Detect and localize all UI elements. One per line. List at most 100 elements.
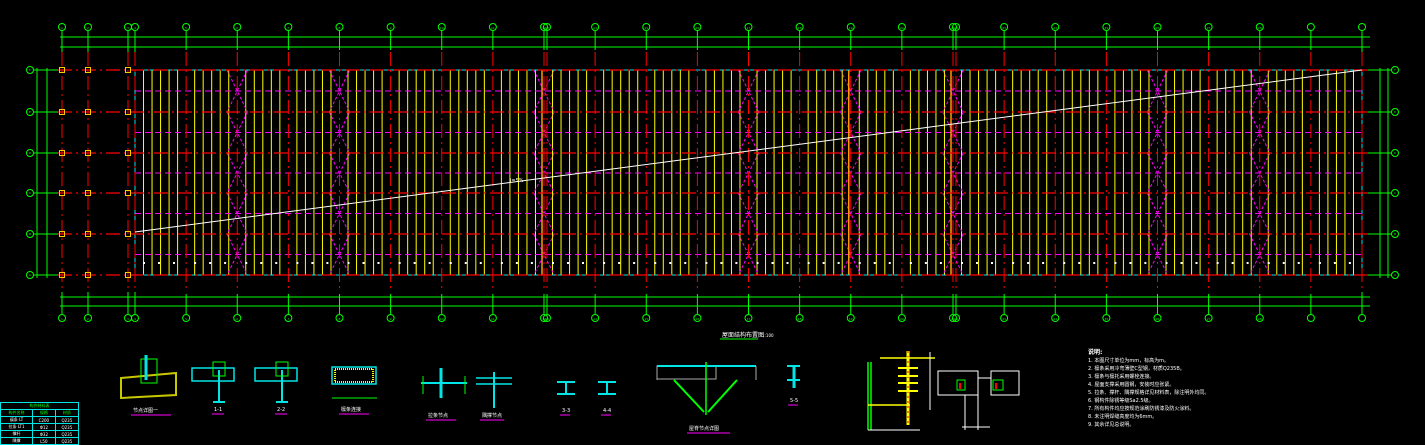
eave-mark — [449, 262, 452, 264]
axis-label: 3 — [127, 317, 129, 321]
axis-bubble-bottom — [897, 314, 906, 322]
eave-mark — [260, 262, 263, 264]
axis-label: 4 — [134, 317, 136, 321]
axis-label: F — [29, 68, 31, 72]
axis-label: 20 — [900, 317, 904, 321]
note-item: 4. 屋面支撑采用圆钢，安装时应张紧。 — [1088, 382, 1175, 388]
detail-diagonal — [673, 379, 705, 413]
eave-mark — [1042, 262, 1045, 264]
axis-bubble-top — [182, 23, 191, 31]
eave-mark — [756, 262, 759, 264]
slope-line — [134, 69, 1363, 233]
axis-bubble-top — [233, 23, 242, 31]
detail-label: 1-1 — [214, 407, 222, 413]
roof-brace — [737, 69, 760, 113]
axis-bubble-bottom — [744, 314, 753, 322]
axis-label: 6 — [236, 26, 238, 30]
axis-bubble-bottom — [1051, 314, 1060, 322]
axis-label: 25 — [1104, 26, 1108, 30]
axis-label: 10 — [440, 317, 444, 321]
column-marker — [85, 150, 91, 156]
eave-mark — [1180, 262, 1183, 264]
axis-label: A — [1394, 273, 1397, 277]
axis-label: D — [29, 151, 32, 155]
detail-label: 4-4 — [603, 408, 611, 414]
eave-mark — [275, 262, 278, 264]
roof-brace — [533, 192, 555, 235]
axis-label: 11 — [491, 317, 495, 321]
eave-mark — [1231, 262, 1234, 264]
axis-label: D — [1394, 151, 1397, 155]
axis-label: 15 — [644, 317, 648, 321]
detail-label: 5-5 — [790, 398, 798, 404]
note-item: 7. 所有构件均应按规范涂刷防锈漆及防火涂料。 — [1088, 406, 1195, 412]
table-title: 构件材料表 — [0, 402, 79, 410]
roof-brace — [737, 69, 760, 113]
eave-mark — [347, 262, 350, 264]
axis-label: 14 — [593, 317, 597, 321]
axis-bubble-top — [543, 23, 551, 31]
axis-bubble-right — [1391, 149, 1399, 157]
axis-label: 28 — [1258, 26, 1262, 30]
column-marker — [85, 272, 91, 278]
column-marker — [59, 272, 65, 278]
note-item: 6. 钢构件除锈等级Sa2.5级。 — [1088, 398, 1154, 404]
axis-label: 25 — [1104, 317, 1108, 321]
eave-mark — [515, 262, 518, 264]
column-marker — [85, 190, 91, 196]
axis-bubble-top — [1204, 23, 1213, 31]
detail-diagonal — [707, 379, 738, 413]
axis-label: F — [1394, 68, 1396, 72]
detail-bolts — [334, 368, 374, 383]
eave-mark — [398, 262, 401, 264]
eave-mark — [362, 262, 365, 264]
axis-label: B — [29, 232, 31, 236]
roof-brace — [1249, 69, 1271, 113]
eave-mark — [633, 262, 636, 264]
axis-bubble-bottom — [1306, 314, 1315, 322]
detail-box — [331, 366, 377, 385]
axis-bubble-bottom — [58, 314, 66, 322]
eave-mark — [837, 262, 840, 264]
eave-mark — [530, 262, 533, 264]
axis-bubble-bottom — [131, 314, 139, 322]
detail-plate — [212, 361, 226, 377]
axis-label: 22 — [954, 317, 958, 321]
axis-bubble-right — [1391, 108, 1399, 116]
axis-label: C — [29, 191, 31, 195]
eave-mark — [1144, 262, 1147, 264]
eave-mark — [158, 262, 160, 264]
axis-bubble-bottom — [233, 314, 242, 322]
eave-mark — [377, 262, 380, 264]
eave-mark — [1297, 262, 1300, 264]
axis-bubble-bottom — [1204, 314, 1213, 322]
eave-mark — [807, 262, 810, 264]
axis-bubble-bottom — [642, 314, 651, 322]
eave-mark — [1093, 262, 1096, 264]
axis-label: 18 — [798, 26, 802, 30]
axis-label: 7 — [287, 26, 289, 30]
axis-bubble-bottom — [540, 314, 548, 322]
table-cell: 撑杆 — [0, 430, 34, 438]
table-cell: Q235 — [54, 416, 80, 424]
axis-bubble-bottom — [1102, 314, 1111, 322]
axis-bubble-left — [26, 230, 34, 238]
axis-bubble-top — [897, 23, 906, 31]
eave-mark — [976, 262, 978, 264]
axis-label: 2 — [87, 317, 89, 321]
axis-bubble-bottom — [952, 314, 960, 322]
axis-label: 8 — [339, 317, 341, 321]
axis-bubble-top — [949, 23, 957, 31]
eave-mark — [1333, 262, 1336, 264]
eave-mark — [654, 262, 657, 264]
axis-bubble-top — [1000, 23, 1009, 31]
column-marker — [85, 67, 91, 73]
eave-mark — [209, 262, 212, 264]
axis-bubble-top — [952, 23, 960, 31]
axis-bubble-top — [1051, 23, 1060, 31]
axis-bubble-bottom — [1153, 314, 1162, 322]
roof-brace — [533, 69, 555, 113]
eave-mark — [1027, 262, 1030, 264]
